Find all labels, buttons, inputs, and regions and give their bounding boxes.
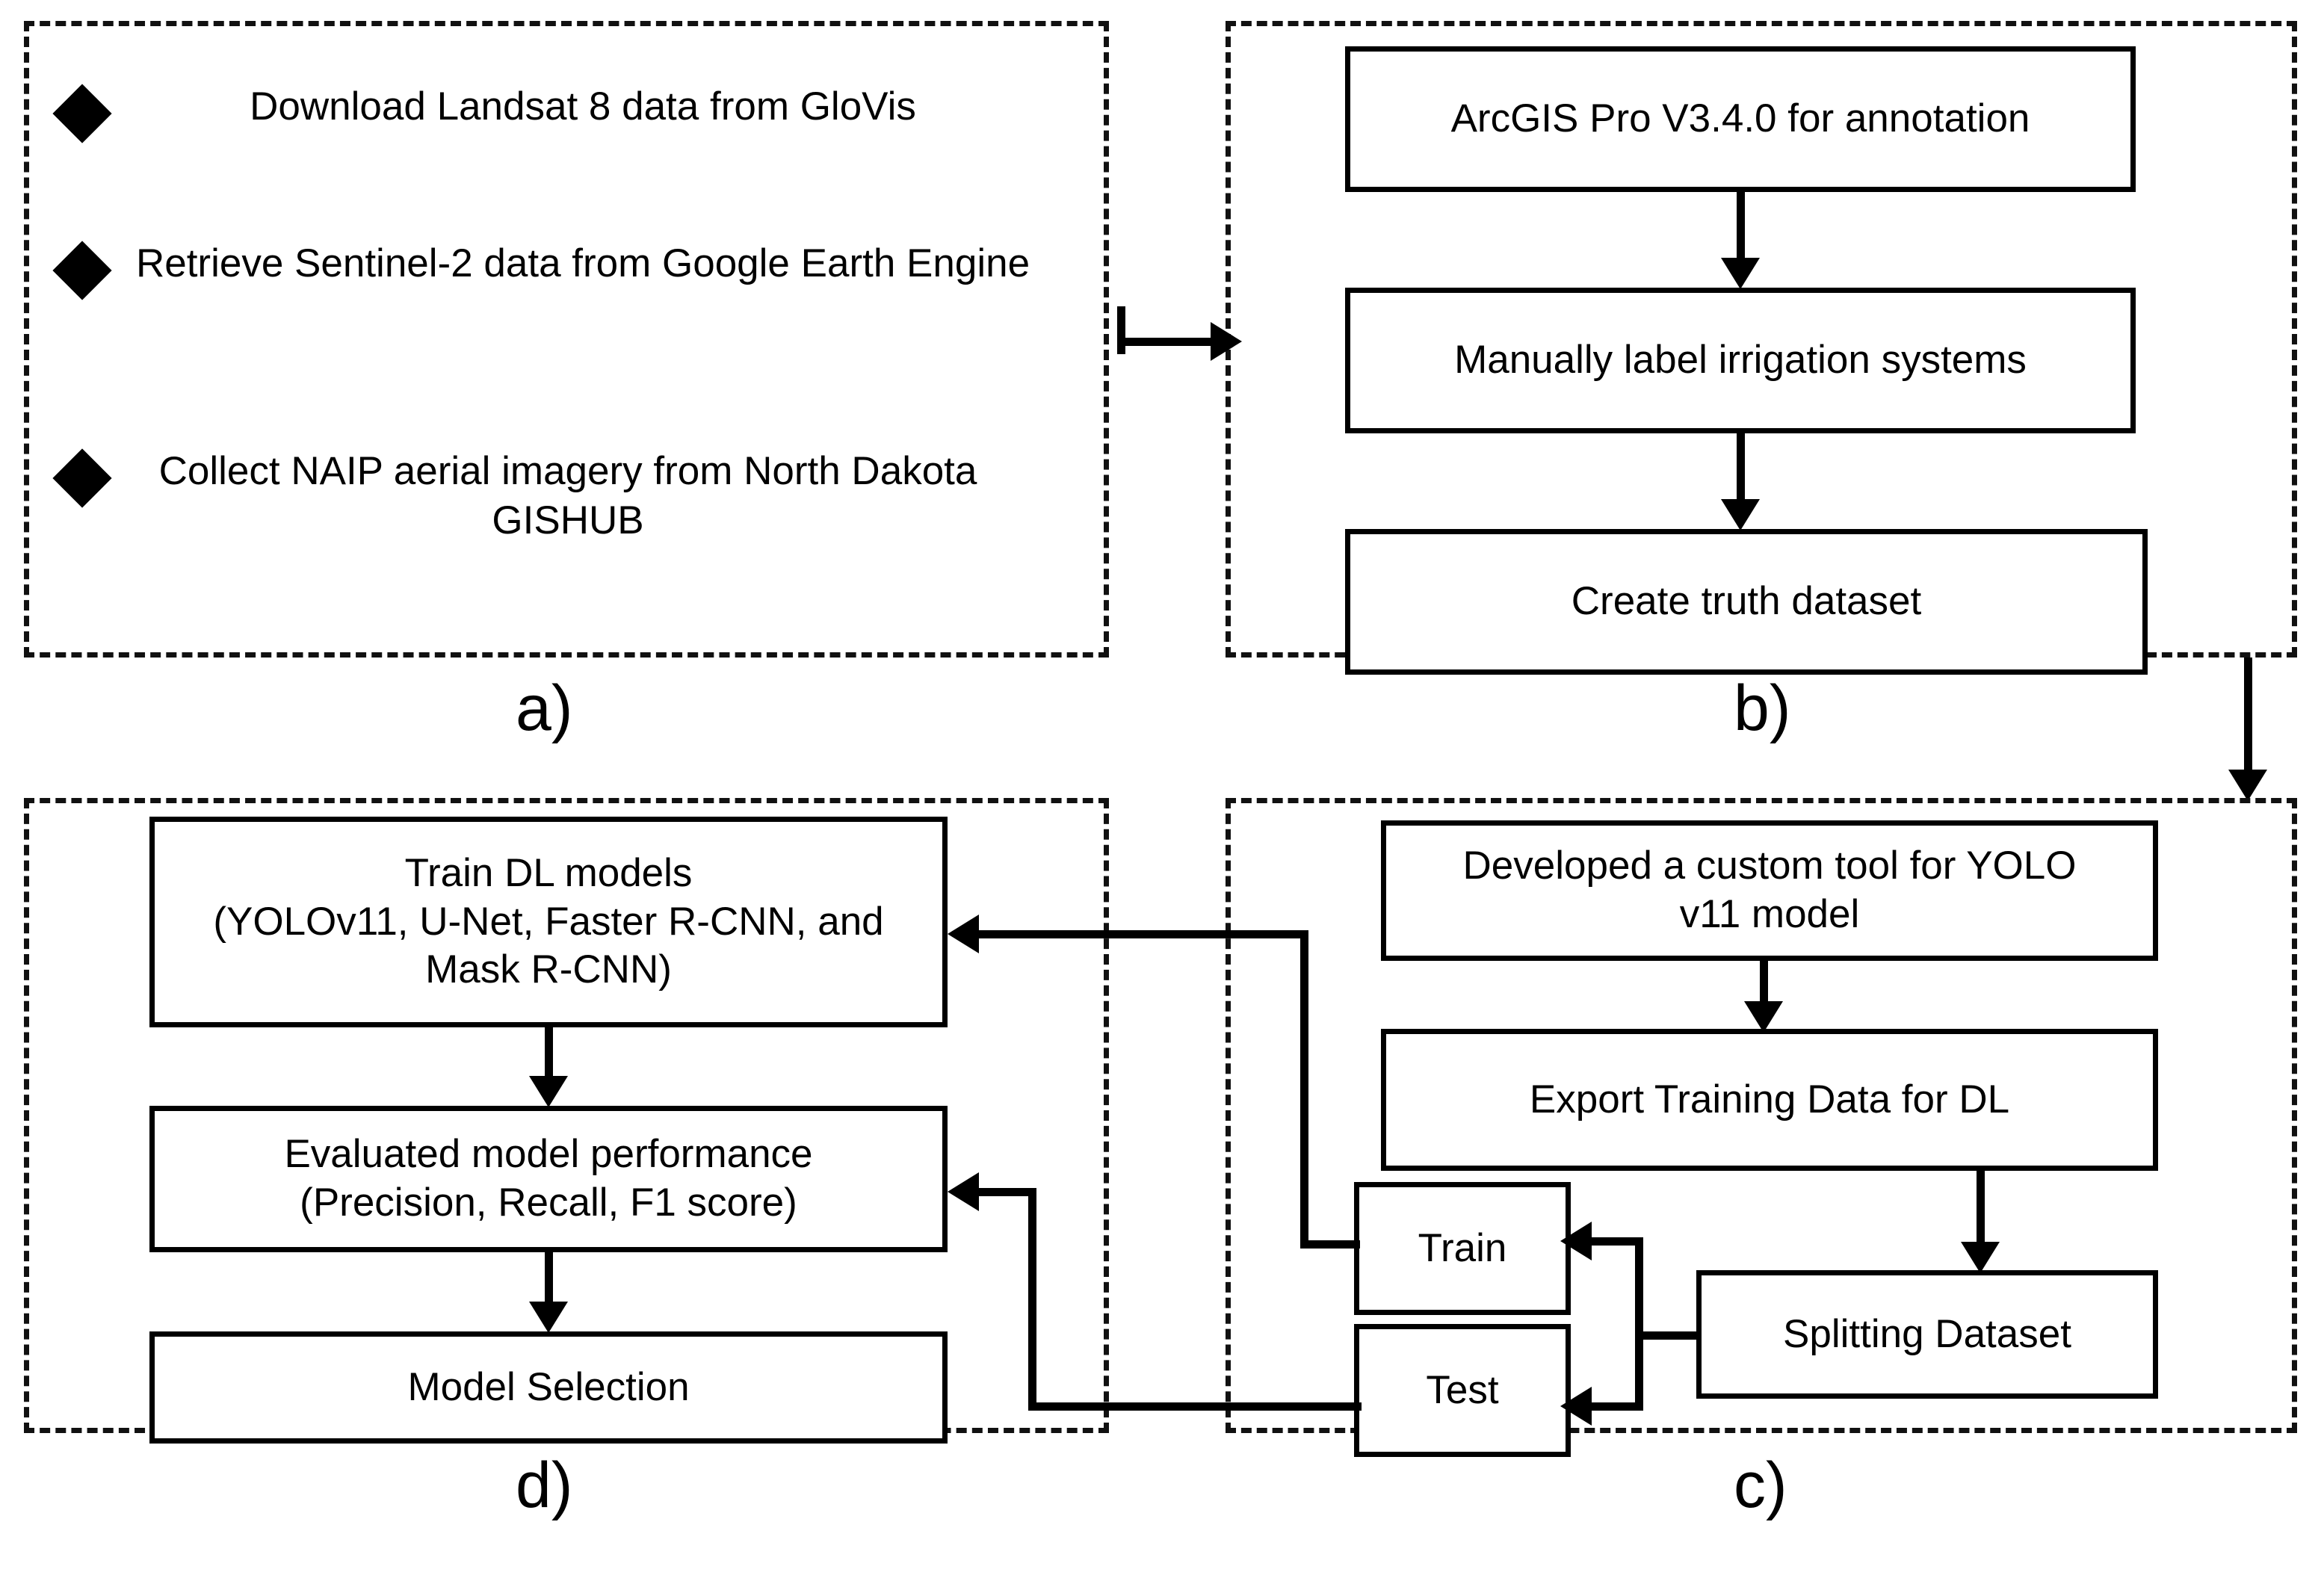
connector-c1-c2	[1760, 961, 1768, 1012]
node-truth-dataset: Create truth dataset	[1345, 529, 2148, 675]
connector-split-to-fork	[1635, 1331, 1701, 1340]
node-train-dl-models-line-2: (YOLOv11, U-Net, Faster R-CNN, and	[213, 899, 884, 944]
node-manual-label: Manually label irrigation systems	[1345, 288, 2136, 433]
arrowhead-b-to-c	[2228, 770, 2267, 801]
panel-a-bullet-2-label: Retrieve Sentinel-2 data from Google Ear…	[135, 241, 1030, 285]
node-custom-tool: Developed a custom tool for YOLO v11 mod…	[1381, 820, 2158, 961]
connector-train-to-dmodels-stub	[1300, 1240, 1360, 1249]
node-train-dl-models-line-1: Train DL models	[404, 851, 693, 896]
node-arcgis-pro: ArcGIS Pro V3.4.0 for annotation	[1345, 46, 2136, 192]
connector-d1-d2	[545, 1027, 553, 1086]
node-evaluate-performance: Evaluated model performance (Precision, …	[149, 1106, 948, 1252]
node-evaluate-performance-line-2: (Precision, Recall, F1 score)	[300, 1181, 797, 1225]
arrowhead-split-to-test	[1560, 1387, 1592, 1426]
arrowhead-b2-b3	[1721, 499, 1760, 530]
connector-fork-vertical	[1635, 1237, 1643, 1411]
arrowhead-to-evaluate	[948, 1172, 979, 1211]
panel-a-bullet-2: Retrieve Sentinel-2 data from Google Ear…	[52, 239, 1063, 300]
panel-a-bullet-1: Download Landsat 8 data from GloVis	[52, 82, 1063, 143]
connector-c2-c3	[1977, 1171, 1985, 1252]
connector-b-to-c-line	[2244, 658, 2252, 781]
connector-fork-to-train	[1584, 1237, 1642, 1246]
node-test: Test	[1354, 1324, 1571, 1457]
node-train-dl-models: Train DL models (YOLOv11, U-Net, Faster …	[149, 817, 948, 1027]
arrowhead-d1-d2	[529, 1076, 568, 1107]
node-splitting-dataset: Splitting Dataset	[1696, 1270, 2158, 1399]
connector-train-to-dmodels-vertical	[1300, 930, 1308, 1249]
arrowhead-c2-c3	[1961, 1242, 2000, 1273]
connector-modelsel-to-test-line	[1028, 1402, 1362, 1411]
connector-to-evaluate-line	[971, 1188, 1036, 1196]
connector-a-to-b-stem	[1117, 306, 1125, 354]
node-model-selection: Model Selection	[149, 1331, 948, 1444]
arrowhead-train-to-dmodels	[948, 915, 979, 953]
panel-c-label: c)	[1734, 1449, 1787, 1521]
node-custom-tool-line-1: Developed a custom tool for YOLO	[1462, 844, 2077, 888]
panel-a-bullet-3: Collect NAIP aerial imagery from North D…	[52, 447, 1033, 546]
arrowhead-split-to-train	[1560, 1222, 1592, 1260]
arrowhead-b1-b2	[1721, 258, 1760, 289]
connector-a-to-b-line	[1117, 338, 1222, 346]
panel-a-bullet-1-label: Download Landsat 8 data from GloVis	[250, 84, 916, 129]
arrowhead-c1-c2	[1744, 1001, 1783, 1033]
panel-a-label: a)	[516, 672, 573, 744]
node-train-dl-models-line-3: Mask R-CNN)	[425, 947, 672, 992]
connector-b1-b2	[1737, 192, 1745, 267]
panel-a	[24, 21, 1109, 658]
panel-a-bullet-3-label: Collect NAIP aerial imagery from North D…	[158, 449, 977, 543]
connector-b2-b3	[1737, 433, 1745, 508]
node-custom-tool-line-2: v11 model	[1679, 892, 1860, 936]
connector-train-to-dmodels-line	[971, 930, 1308, 938]
panel-c	[1226, 798, 2297, 1433]
connector-modelsel-vertical	[1028, 1188, 1036, 1411]
node-export-training-data: Export Training Data for DL	[1381, 1029, 2158, 1171]
node-evaluate-performance-line-1: Evaluated model performance	[284, 1132, 813, 1177]
node-train: Train	[1354, 1182, 1571, 1315]
connector-d2-d3	[545, 1252, 553, 1311]
panel-d-label: d)	[516, 1449, 573, 1521]
connector-fork-to-test	[1584, 1402, 1642, 1411]
panel-b-label: b)	[1734, 672, 1791, 744]
arrowhead-d2-d3	[529, 1302, 568, 1333]
arrowhead-a-to-b	[1211, 322, 1242, 361]
